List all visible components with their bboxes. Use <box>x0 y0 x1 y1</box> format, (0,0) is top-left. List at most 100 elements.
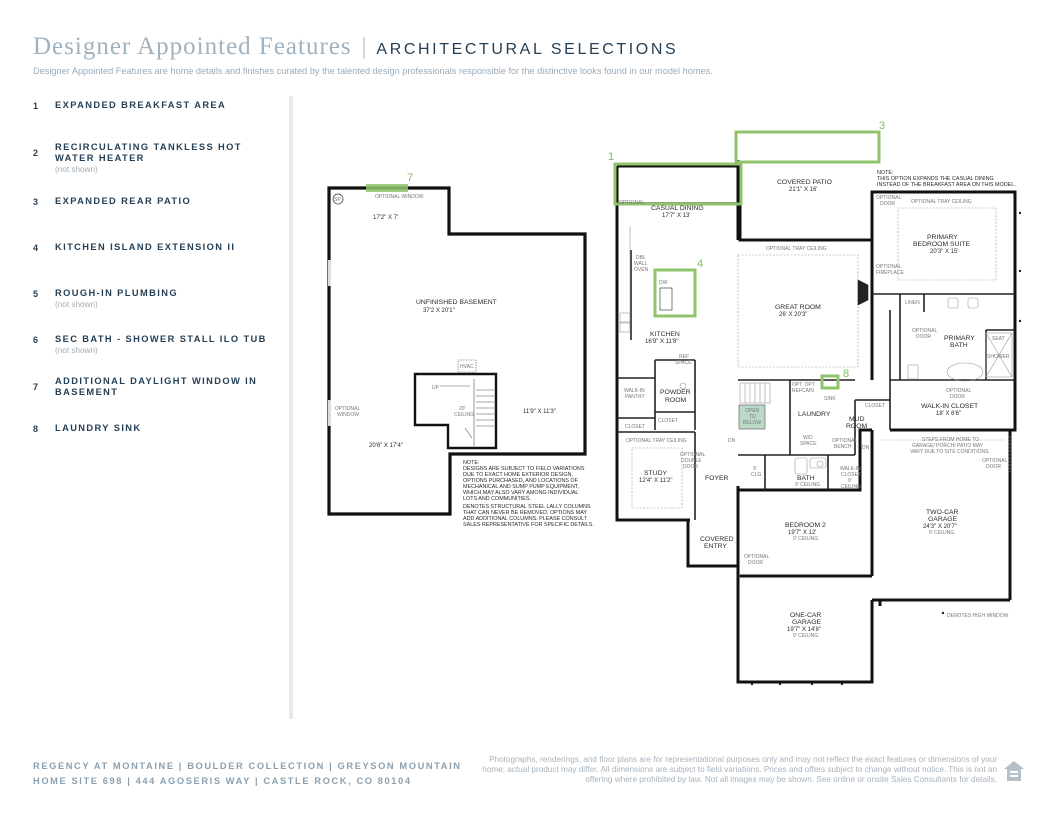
basement-name: UNFINISHED BASEMENT <box>416 299 497 306</box>
casual-dining-dim: 17'7" X 13' <box>662 213 690 219</box>
wall-oven-label-2: WALL <box>634 261 648 267</box>
basement-plan <box>327 186 587 516</box>
ceiling-label-2: CEILING <box>454 412 474 418</box>
optional-window-left-1: OPTIONAL <box>335 406 361 412</box>
optional-window-label: OPTIONAL WINDOW <box>375 194 424 200</box>
two-car-garage-ceiling: 9' CEILING <box>929 530 954 536</box>
optional-double-door-1: OPTIONAL <box>680 452 706 458</box>
address-line: HOME SITE 698 | 444 AGOSERIS WAY | CASTL… <box>33 776 412 786</box>
laundry-label: LAUNDRY <box>798 411 831 418</box>
mud-room-2: ROOM <box>846 423 867 430</box>
optional-door-pb-1: OPTIONAL <box>912 328 938 334</box>
bath-ceiling: 9' CEILING <box>795 482 820 488</box>
ref-space-2: SPACE <box>675 360 692 366</box>
linen-label: LINEN <box>905 300 920 306</box>
walk-in-closet-label: WALK-IN CLOSET <box>921 403 978 410</box>
feature-item: 2 RECIRCULATING TANKLESS HOT WATER HEATE… <box>33 142 283 174</box>
two-car-garage-2: GARAGE <box>928 516 958 523</box>
feature-item: 5 ROUGH-IN PLUMBING (not shown) <box>33 288 283 309</box>
community-info: REGENCY AT MONTAINE | BOULDER COLLECTION… <box>33 759 462 789</box>
optional-tray-ceiling-label: OPTIONAL TRAY CEILING <box>766 246 827 252</box>
basement-window-left <box>328 260 331 286</box>
basement-dim-1: 17'2" X 7' <box>373 215 398 221</box>
optional-door-top-1: OPTIONAL <box>876 195 902 201</box>
highlight-breakfast <box>613 162 743 206</box>
kitchen-island <box>659 287 673 311</box>
primary-suite-2: BEDROOM SUITE <box>913 241 970 248</box>
basement-dim-right: 11'9" X 11'3" <box>523 409 556 415</box>
walk-in-pantry-1: WALK-IN <box>624 388 645 394</box>
covered-patio-label: COVERED PATIO <box>777 179 832 186</box>
wall-oven-label-1: DBL <box>636 255 646 261</box>
feature-item: 6 SEC BATH - SHOWER STALL ILO TUB (not s… <box>33 334 283 355</box>
basement-note: NOTE: DESIGNS ARE SUBJECT TO FIELD VARIA… <box>463 460 594 528</box>
optional-door-top-2: DOOR <box>880 201 895 207</box>
hvac-label: HVAC <box>460 364 474 370</box>
kitchen-dim: 16'9" X 11'8" <box>645 339 678 345</box>
svg-text:THAT CAN NEVER BE REMOVED. OPT: THAT CAN NEVER BE REMOVED. OPTIONS MAY <box>463 510 587 516</box>
cld-label-2: CLG <box>751 472 761 478</box>
optional-door-2: DOOR <box>748 560 763 566</box>
bath-label: BATH <box>797 475 815 482</box>
svg-text:ADD ADDITIONAL COLUMNS. PLEASE: ADD ADDITIONAL COLUMNS. PLEASE CONSULT <box>463 516 588 522</box>
basement-window-left-optional <box>328 400 331 426</box>
open-to-below-1: OPEN <box>745 408 760 414</box>
feature-item: 8 LAUNDRY SINK <box>33 423 283 434</box>
highlight-kitchen-island <box>653 268 697 318</box>
laundry-sink-label: SINK <box>824 396 836 402</box>
covered-entry-2: ENTRY <box>704 543 727 550</box>
feature-number: 7 <box>33 382 40 392</box>
one-car-garage-1: ONE-CAR <box>790 612 821 619</box>
optional-bench-2: BENCH <box>834 444 852 450</box>
two-car-garage-1: TWO-CAR <box>926 509 959 516</box>
patio-note-3: INSTEAD OF THE BREAKFAST AREA ON THIS MO… <box>877 182 1016 188</box>
primary-bath-2: BATH <box>950 342 968 349</box>
page-description: Designer Appointed Features are home det… <box>33 66 713 76</box>
basement-dim-bottom: 20'6" X 17'4" <box>369 443 403 449</box>
optional-double-door-3: DOOR <box>683 464 698 470</box>
walk-in-pantry-2: PANTRY <box>625 394 645 400</box>
kitchen-label: KITCHEN <box>650 331 680 338</box>
shower-label: SHOWER <box>987 354 1010 360</box>
daylight-window-highlight <box>366 184 408 192</box>
study-dim: 12'4" X 11'2" <box>639 478 672 484</box>
svg-text:DUE TO EXACT HOME EXTERIOR DES: DUE TO EXACT HOME EXTERIOR DESIGN, <box>463 472 573 478</box>
callout-1: 1 <box>608 151 614 163</box>
feature-label: LAUNDRY SINK <box>55 423 142 433</box>
ceiling-label-1: 20' <box>459 406 466 412</box>
feature-number: 5 <box>33 289 40 299</box>
community-line: REGENCY AT MONTAINE | BOULDER COLLECTION… <box>33 761 462 771</box>
callout-4: 4 <box>697 258 703 270</box>
feature-item: 1 EXPANDED BREAKFAST AREA <box>33 100 283 111</box>
powder-room-2: ROOM <box>665 397 686 404</box>
high-window-markers <box>750 211 1022 686</box>
bedroom2-dim: 19'7" X 12' <box>788 530 816 536</box>
highlight-rear-patio <box>734 130 881 164</box>
ref-space-1: REF <box>679 354 689 360</box>
svg-text:MECHANICAL AND SUMP PUMP EQUIP: MECHANICAL AND SUMP PUMP EQUIPMENT, <box>463 484 580 490</box>
open-to-below-area <box>738 404 766 430</box>
closet-label-1: CLOSET <box>658 418 678 424</box>
callout-7: 7 <box>407 172 413 184</box>
bedroom2-ceiling: 9' CEILING <box>793 536 818 542</box>
feature-item: 4 KITCHEN ISLAND EXTENSION II <box>33 242 283 253</box>
feature-number: 2 <box>33 148 40 158</box>
opt-refrig-1: OPT. OPT <box>792 382 815 388</box>
one-car-garage-2: GARAGE <box>792 619 822 626</box>
svg-text:OPTIONS PURCHASED, AND LOCATIO: OPTIONS PURCHASED, AND LOCATIONS OF <box>463 478 579 484</box>
feature-label: ROUGH-IN PLUMBING <box>55 288 178 298</box>
optional-door-pb-2: DOOR <box>916 334 931 340</box>
sump-pump-icon <box>332 193 344 205</box>
stair-enclosure <box>413 372 498 450</box>
wd-space-1: W/D <box>803 435 813 441</box>
one-car-garage-dim: 19'7" X 14'8" <box>787 627 821 633</box>
optional-left-label: OPTIONAL <box>619 200 645 206</box>
optional-window-left-2: WINDOW <box>337 412 359 418</box>
mud-room-1: MUD <box>849 416 865 423</box>
optional-door-1: OPTIONAL <box>744 554 770 560</box>
feature-number: 6 <box>33 335 40 345</box>
feature-note: (not shown) <box>55 346 98 355</box>
optional-door-wic-1: OPTIONAL <box>946 388 972 394</box>
feature-highlights <box>613 130 881 390</box>
